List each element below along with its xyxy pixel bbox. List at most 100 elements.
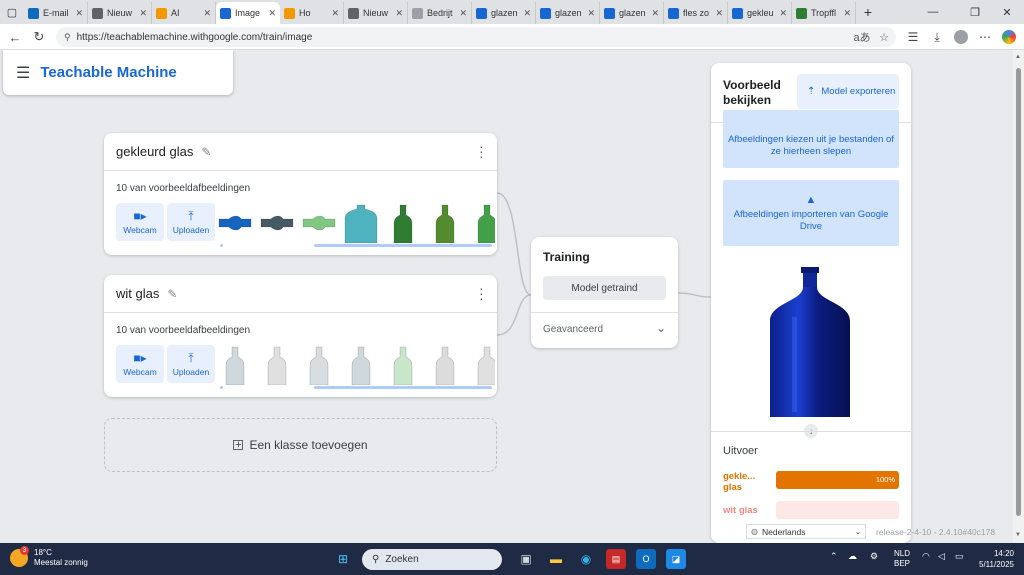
system-clock[interactable]: 14:20 5/11/2025 bbox=[976, 548, 1014, 570]
sample-thumbnail[interactable] bbox=[343, 345, 379, 386]
sample-thumbnail[interactable] bbox=[301, 345, 337, 386]
close-tab-icon[interactable]: ✕ bbox=[651, 7, 659, 18]
google-drive-import-button[interactable]: ▲ Afbeeldingen importeren van Google Dri… bbox=[723, 180, 899, 246]
thumbnail-scrollbar[interactable] bbox=[314, 244, 492, 247]
read-aloud-icon[interactable]: aあ bbox=[853, 32, 871, 44]
edit-pencil-icon[interactable]: ✎ bbox=[201, 144, 212, 159]
reload-button[interactable]: ↻ bbox=[33, 29, 45, 44]
edge-browser-icon[interactable]: ◉ bbox=[580, 552, 592, 566]
app-red-icon[interactable]: ▤ bbox=[606, 549, 626, 569]
minimize-button[interactable]: — bbox=[927, 6, 939, 18]
browser-tab[interactable]: fles zo✕ bbox=[664, 2, 728, 24]
close-tab-icon[interactable]: ✕ bbox=[459, 7, 467, 18]
favorite-star-icon[interactable]: ☆ bbox=[879, 31, 889, 44]
page-scrollbar[interactable]: ▲ ▼ bbox=[1013, 50, 1024, 543]
upload-button[interactable]: ⤒ Uploaden bbox=[167, 345, 215, 383]
browser-tab[interactable]: Tropffl✕ bbox=[792, 2, 856, 24]
close-tab-icon[interactable]: ✕ bbox=[587, 7, 595, 18]
browser-tab[interactable]: AI✕ bbox=[152, 2, 216, 24]
cloud-icon[interactable]: ☁ bbox=[848, 551, 857, 561]
workspace-icon[interactable]: ▢ bbox=[6, 6, 18, 19]
more-menu-icon[interactable]: ⋯ bbox=[979, 30, 991, 44]
downloads-icon[interactable]: ⤓ bbox=[934, 29, 940, 44]
browser-tab[interactable]: glazen✕ bbox=[600, 2, 664, 24]
browser-tab[interactable]: Nieuw✕ bbox=[88, 2, 152, 24]
class-name[interactable]: wit glas bbox=[116, 286, 160, 301]
sample-thumbnail[interactable] bbox=[469, 345, 495, 386]
wifi-icon[interactable]: ◠ bbox=[922, 551, 930, 561]
weather-widget[interactable]: 3 18°C Meestal zonnig bbox=[10, 546, 88, 568]
advanced-toggle[interactable]: Geavanceerd bbox=[543, 324, 604, 335]
close-tab-icon[interactable]: ✕ bbox=[268, 7, 276, 18]
chevron-down-icon[interactable]: ⌄ bbox=[655, 321, 666, 335]
sample-thumbnail[interactable] bbox=[259, 345, 295, 386]
browser-tab[interactable]: Nieuw✕ bbox=[344, 2, 408, 24]
export-model-button[interactable]: ⇡ Model exporteren bbox=[797, 74, 899, 109]
browser-tab[interactable]: gekleu✕ bbox=[728, 2, 792, 24]
add-class-button[interactable]: + Een klasse toevoegen bbox=[104, 418, 497, 472]
sample-thumbnail[interactable] bbox=[301, 203, 337, 243]
sample-thumbnail[interactable] bbox=[385, 345, 421, 386]
sample-thumbnail[interactable] bbox=[385, 203, 421, 244]
close-tab-icon[interactable]: ✕ bbox=[75, 7, 83, 18]
maximize-button[interactable]: ❐ bbox=[970, 6, 980, 19]
sample-thumbnail[interactable] bbox=[469, 203, 495, 244]
hamburger-menu-icon[interactable]: ☰ bbox=[16, 64, 31, 82]
edit-pencil-icon[interactable]: ✎ bbox=[167, 286, 178, 301]
browser-tab[interactable]: E-mail✕ bbox=[24, 2, 88, 24]
copilot-icon[interactable] bbox=[998, 27, 1020, 47]
close-tab-icon[interactable]: ✕ bbox=[139, 7, 147, 18]
new-tab-button[interactable]: + bbox=[863, 4, 873, 20]
sample-thumbnail[interactable] bbox=[427, 345, 463, 386]
class-name[interactable]: gekleurd glas bbox=[116, 144, 194, 159]
favorites-icon[interactable]: ☰ bbox=[907, 30, 919, 44]
scroll-down-icon[interactable]: ▼ bbox=[1015, 532, 1021, 538]
class-options-icon[interactable]: ··· bbox=[479, 280, 484, 306]
start-windows-icon[interactable]: ⊞ bbox=[337, 552, 349, 566]
file-drop-zone[interactable]: Afbeeldingen kiezen uit je bestanden of … bbox=[723, 110, 899, 168]
sample-thumbnail[interactable] bbox=[217, 203, 253, 243]
input-language[interactable]: NLD BEP bbox=[894, 549, 910, 569]
scroll-up-icon[interactable]: ▲ bbox=[1015, 54, 1021, 60]
close-tab-icon[interactable]: ✕ bbox=[203, 7, 211, 18]
profile-avatar-icon[interactable] bbox=[950, 27, 972, 47]
file-explorer-icon[interactable]: ▬ bbox=[550, 552, 562, 566]
app-blue-icon[interactable]: ◪ bbox=[666, 549, 686, 569]
browser-tab[interactable]: Image✕ bbox=[216, 2, 280, 24]
outlook-icon[interactable]: O bbox=[636, 549, 656, 569]
scrollbar-thumb[interactable] bbox=[1016, 68, 1021, 516]
settings-icon[interactable]: ⚙ bbox=[870, 551, 879, 561]
browser-tab[interactable]: Ho✕ bbox=[280, 2, 344, 24]
sample-thumbnail[interactable] bbox=[217, 345, 253, 386]
webcam-button[interactable]: ■▸ Webcam bbox=[116, 345, 164, 383]
webcam-button[interactable]: ■▸ Webcam bbox=[116, 203, 164, 241]
ho-icon bbox=[284, 7, 295, 19]
language-select[interactable]: ◍ Nederlands ⌄ bbox=[746, 524, 866, 539]
close-tab-icon[interactable]: ✕ bbox=[523, 7, 531, 18]
battery-icon[interactable]: ▭ bbox=[955, 551, 964, 561]
site-info-icon[interactable]: ⚲ bbox=[64, 31, 71, 42]
close-tab-icon[interactable]: ✕ bbox=[843, 7, 851, 18]
volume-icon[interactable]: ◁ bbox=[938, 551, 945, 561]
sample-thumbnail[interactable] bbox=[259, 203, 295, 243]
class-options-icon[interactable]: ··· bbox=[479, 138, 484, 164]
url-field[interactable]: ⚲ https://teachablemachine.withgoogle.co… bbox=[56, 27, 896, 47]
close-tab-icon[interactable]: ✕ bbox=[331, 7, 339, 18]
back-button[interactable]: ← bbox=[8, 29, 22, 45]
browser-tab[interactable]: glazen✕ bbox=[472, 2, 536, 24]
close-tab-icon[interactable]: ✕ bbox=[395, 7, 403, 18]
brand-title[interactable]: Teachable Machine bbox=[40, 64, 177, 81]
upload-button[interactable]: ⤒ Uploaden bbox=[167, 203, 215, 241]
sample-thumbnail[interactable] bbox=[427, 203, 463, 244]
close-tab-icon[interactable]: ✕ bbox=[715, 7, 723, 18]
thumbnail-scrollbar[interactable] bbox=[314, 386, 492, 389]
close-window-button[interactable]: ✕ bbox=[1002, 6, 1012, 19]
sample-thumbnail[interactable] bbox=[343, 203, 379, 244]
taskbar-search[interactable]: ⚲ Zoeken bbox=[362, 549, 502, 570]
browser-tab[interactable]: Bedrijt✕ bbox=[408, 2, 472, 24]
browser-tab[interactable]: glazen✕ bbox=[536, 2, 600, 24]
tray-overflow-icon[interactable]: ⌃ bbox=[830, 551, 838, 561]
close-tab-icon[interactable]: ✕ bbox=[779, 7, 787, 18]
train-model-button[interactable]: Model getraind bbox=[543, 276, 666, 300]
task-view-icon[interactable]: ▣ bbox=[520, 552, 532, 566]
